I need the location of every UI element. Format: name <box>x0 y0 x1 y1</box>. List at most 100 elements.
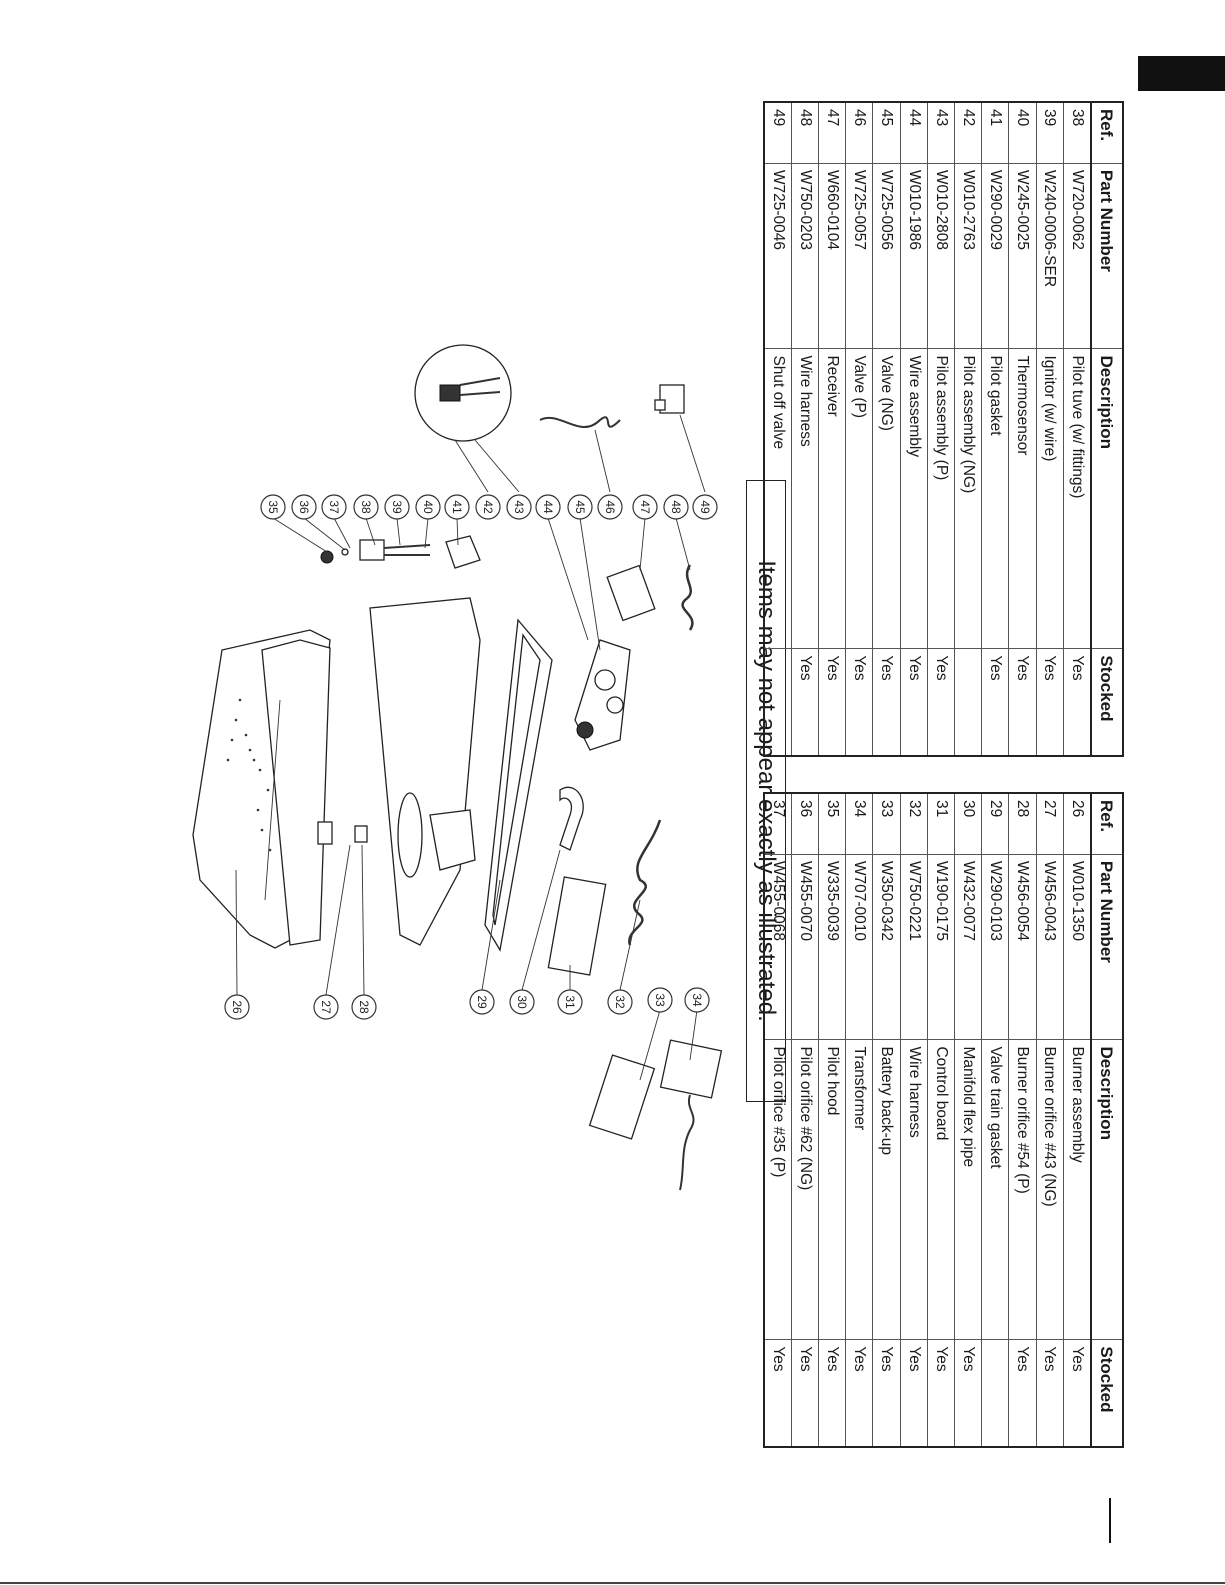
callout-48: 48 <box>663 494 689 520</box>
svg-text:41: 41 <box>450 500 464 514</box>
cell-desc: Wire assembly <box>900 348 928 649</box>
cell-ref: 47 <box>818 102 846 164</box>
receiver-drawing <box>606 564 656 622</box>
callout-33: 33 <box>647 987 673 1013</box>
callout-28: 28 <box>351 994 377 1020</box>
callout-47: 47 <box>632 494 658 520</box>
cell-desc: Valve (P) <box>845 348 873 649</box>
callout-34: 34 <box>684 987 710 1013</box>
cell-part: W456-0043 <box>1036 854 1064 1040</box>
cell-part: W750-0203 <box>791 163 819 349</box>
cell-stocked: Yes <box>791 1339 819 1447</box>
cell-ref: 38 <box>1063 102 1091 164</box>
shutoff-valve-drawing <box>659 384 685 414</box>
header-part-number: Part Number <box>1091 854 1123 1040</box>
cell-ref: 45 <box>873 102 901 164</box>
valve-plate-drawing <box>369 597 481 946</box>
svg-text:33: 33 <box>653 993 667 1007</box>
control-board-drawing <box>547 876 607 976</box>
cell-ref: 29 <box>981 793 1009 855</box>
table-header-row: Ref. Part Number Description Stocked <box>1091 102 1123 756</box>
cell-stocked: Yes <box>1008 648 1037 756</box>
cell-stocked: Yes <box>900 648 928 756</box>
callout-30: 30 <box>509 989 535 1015</box>
header-ref: Ref. <box>1091 793 1123 855</box>
svg-text:36: 36 <box>297 500 311 514</box>
callout-46: 46 <box>597 494 623 520</box>
cell-ref: 31 <box>927 793 955 855</box>
cell-stocked: Yes <box>791 648 819 756</box>
svg-text:48: 48 <box>669 500 683 514</box>
header-stocked: Stocked <box>1091 648 1123 756</box>
svg-text:27: 27 <box>319 1000 333 1014</box>
cell-desc: Pilot orifice #35 (P) <box>763 1039 792 1340</box>
cell-stocked: Yes <box>1036 1339 1064 1447</box>
cell-part: W456-0054 <box>1008 854 1037 1040</box>
cell-stocked <box>981 1339 1009 1447</box>
section-tab-marker <box>1138 56 1225 91</box>
cell-desc: Pilot tuve (w/ fittings) <box>1063 348 1091 649</box>
cell-stocked: Yes <box>1063 1339 1091 1447</box>
callout-40: 40 <box>415 494 441 520</box>
svg-text:49: 49 <box>698 500 712 514</box>
cell-ref: 46 <box>845 102 873 164</box>
cell-part: W240-0006-SER <box>1036 163 1064 349</box>
callout-43: 43 <box>506 494 532 520</box>
cell-desc: Pilot assembly (NG) <box>954 348 982 649</box>
cell-desc: Valve (NG) <box>873 348 901 649</box>
cell-part: W455-0068 <box>763 854 792 1040</box>
cell-desc: Burner assembly <box>1063 1039 1091 1340</box>
cell-desc: Receiver <box>818 348 846 649</box>
cell-ref: 35 <box>818 793 846 855</box>
callout-37: 37 <box>321 494 347 520</box>
pilot-assembly-detail-drawing <box>414 344 512 442</box>
cell-ref: 44 <box>900 102 928 164</box>
svg-text:29: 29 <box>475 995 489 1009</box>
cell-part: W350-0342 <box>873 854 901 1040</box>
svg-text:32: 32 <box>613 995 627 1009</box>
cell-part: W720-0062 <box>1063 163 1091 349</box>
page-number-rule <box>1109 1498 1111 1543</box>
cell-ref: 39 <box>1036 102 1064 164</box>
cell-ref: 32 <box>900 793 928 855</box>
cell-ref: 48 <box>791 102 819 164</box>
svg-text:31: 31 <box>563 995 577 1009</box>
cell-part: W290-0103 <box>981 854 1009 1040</box>
cell-part: W010-2763 <box>954 163 982 349</box>
cell-desc: Transformer <box>845 1039 873 1340</box>
cell-desc: Burner orifice #54 (P) <box>1008 1039 1037 1340</box>
cell-stocked: Yes <box>873 648 901 756</box>
cell-stocked: Yes <box>927 648 955 756</box>
callout-49: 49 <box>692 494 718 520</box>
cell-part: W750-0221 <box>900 854 928 1040</box>
cell-ref: 37 <box>763 793 792 855</box>
svg-text:42: 42 <box>481 500 495 514</box>
svg-text:47: 47 <box>638 500 652 514</box>
cell-part: W010-1986 <box>900 163 928 349</box>
svg-text:39: 39 <box>390 500 404 514</box>
cell-stocked: Yes <box>981 648 1009 756</box>
cell-part: W290-0029 <box>981 163 1009 349</box>
footer-rule <box>0 1582 1225 1584</box>
svg-text:28: 28 <box>357 1000 371 1014</box>
svg-text:35: 35 <box>266 500 280 514</box>
receiver-harness-drawing <box>681 564 694 631</box>
cell-part: W725-0056 <box>873 163 901 349</box>
cell-part: W725-0046 <box>763 163 792 349</box>
